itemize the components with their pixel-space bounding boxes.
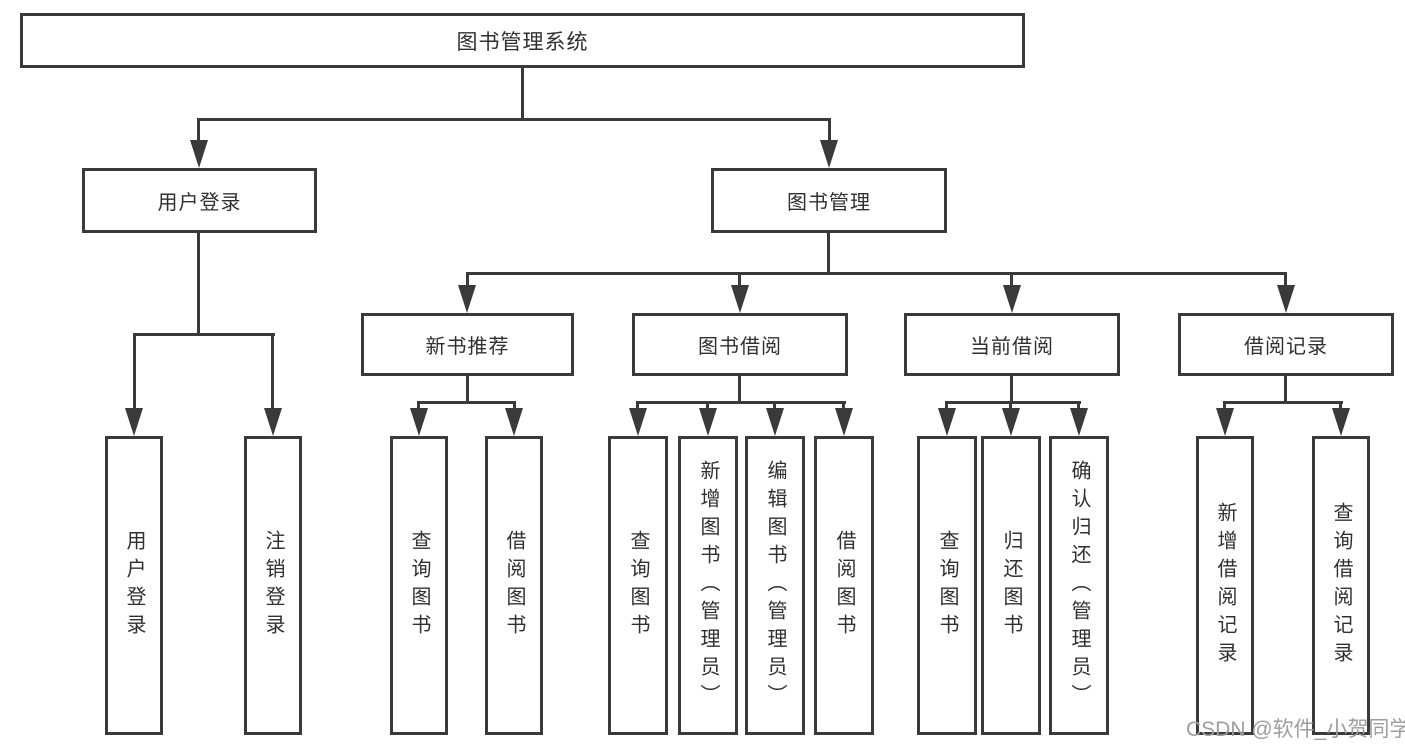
arrow-down-icon xyxy=(1002,408,1020,436)
connector-line xyxy=(1284,376,1287,403)
arrow-down-icon xyxy=(1003,285,1021,313)
connector-line xyxy=(738,376,741,403)
connector-line xyxy=(842,401,845,410)
arrow-down-icon xyxy=(820,140,838,168)
connector-line xyxy=(636,401,639,410)
leaf-query-books: 查询图书 xyxy=(917,436,977,735)
leaf-label: 编辑图书（管理员） xyxy=(764,459,786,712)
arrow-down-icon xyxy=(629,408,647,436)
arrow-down-icon xyxy=(835,408,853,436)
connector-line xyxy=(466,272,469,287)
node-current-borrowing: 当前借阅 xyxy=(904,313,1120,376)
leaf-label: 注销登录 xyxy=(262,529,284,642)
leaf-label: 借阅图书 xyxy=(503,529,525,642)
connector-line xyxy=(521,68,524,120)
watermark: CSDN @软件_小贺同学 xyxy=(1186,718,1405,741)
connector-line xyxy=(271,333,274,409)
connector-line xyxy=(1224,401,1343,404)
connector-line xyxy=(466,376,469,403)
connector-line xyxy=(637,401,846,404)
connector-line xyxy=(197,118,831,121)
node-borrowing-records: 借阅记录 xyxy=(1178,313,1394,376)
connector-line xyxy=(1284,272,1287,287)
connector-line xyxy=(197,118,200,144)
leaf-edit-book-admin: 编辑图书（管理员） xyxy=(745,436,805,735)
arrow-down-icon xyxy=(458,285,476,313)
connector-line xyxy=(466,272,1286,275)
leaf-query-books: 查询图书 xyxy=(390,436,448,735)
leaf-label: 用户登录 xyxy=(123,529,145,642)
connector-line xyxy=(417,401,420,410)
node-user-login: 用户登录 xyxy=(82,168,317,233)
leaf-add-book-admin: 新增图书（管理员） xyxy=(678,436,738,735)
node-book-management: 图书管理 xyxy=(711,168,947,233)
arrow-down-icon xyxy=(699,408,717,436)
leaf-label: 查询图书 xyxy=(408,529,430,642)
arrow-down-icon xyxy=(731,285,749,313)
connector-line xyxy=(133,333,275,336)
leaf-query-books: 查询图书 xyxy=(608,436,668,735)
connector-line xyxy=(1009,401,1012,410)
arrow-down-icon xyxy=(264,408,282,436)
leaf-label: 查询图书 xyxy=(627,529,649,642)
leaf-borrow-books: 借阅图书 xyxy=(814,436,874,735)
connector-line xyxy=(828,118,831,144)
node-book-borrowing: 图书借阅 xyxy=(632,313,848,376)
connector-line xyxy=(197,233,200,335)
connector-line xyxy=(945,401,948,410)
arrow-down-icon xyxy=(938,408,956,436)
leaf-label: 新增借阅记录 xyxy=(1214,501,1236,670)
connector-line xyxy=(1339,401,1342,410)
arrow-down-icon xyxy=(125,408,143,436)
leaf-logout: 注销登录 xyxy=(244,436,302,735)
leaf-label: 归还图书 xyxy=(1000,529,1022,642)
connector-line xyxy=(738,272,741,287)
connector-line xyxy=(1010,272,1013,287)
connector-line xyxy=(417,401,516,404)
arrow-down-icon xyxy=(766,408,784,436)
leaf-borrow-books: 借阅图书 xyxy=(485,436,543,735)
arrow-down-icon xyxy=(1332,408,1350,436)
arrow-down-icon xyxy=(410,408,428,436)
leaf-label: 借阅图书 xyxy=(833,529,855,642)
node-library-system: 图书管理系统 xyxy=(20,13,1025,68)
connector-line xyxy=(133,333,136,409)
node-new-book-recommendation: 新书推荐 xyxy=(361,313,574,376)
connector-line xyxy=(1010,376,1013,403)
connector-line xyxy=(706,401,709,410)
arrow-down-icon xyxy=(1216,408,1234,436)
leaf-label: 新增图书（管理员） xyxy=(697,459,719,712)
connector-line xyxy=(1077,401,1080,410)
connector-line xyxy=(513,401,516,410)
leaf-label: 确认归还（管理员） xyxy=(1068,459,1090,712)
arrow-down-icon xyxy=(1070,408,1088,436)
connector-line xyxy=(946,401,1081,404)
connector-line xyxy=(1223,401,1226,410)
arrow-down-icon xyxy=(1277,285,1295,313)
leaf-add-borrow-record: 新增借阅记录 xyxy=(1196,436,1254,735)
leaf-user-login: 用户登录 xyxy=(105,436,163,735)
leaf-confirm-return-admin: 确认归还（管理员） xyxy=(1049,436,1109,735)
arrow-down-icon xyxy=(190,140,208,168)
arrow-down-icon xyxy=(505,408,523,436)
leaf-query-borrow-record: 查询借阅记录 xyxy=(1312,436,1370,735)
connector-line xyxy=(773,401,776,410)
leaf-return-books: 归还图书 xyxy=(981,436,1041,735)
leaf-label: 查询图书 xyxy=(936,529,958,642)
leaf-label: 查询借阅记录 xyxy=(1330,501,1352,670)
connector-line xyxy=(827,233,830,274)
